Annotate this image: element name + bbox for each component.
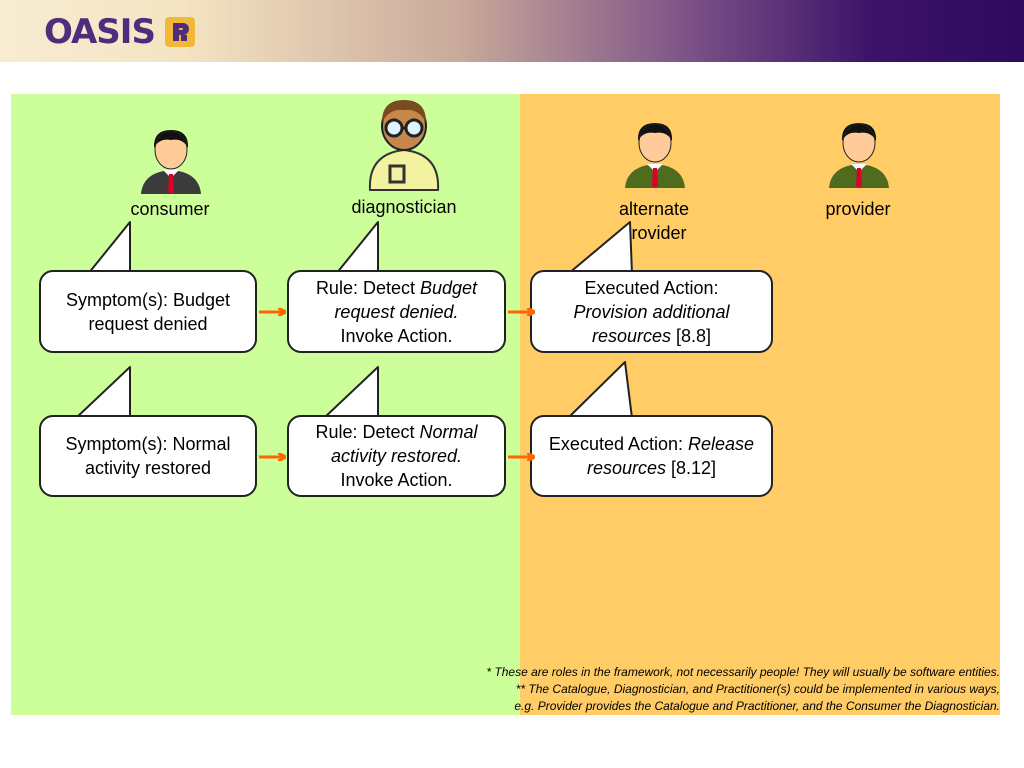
rule2-italic2: activity restored. (330, 446, 463, 466)
symptom1-line2: request denied (88, 313, 208, 334)
rule1-italic: Budget (419, 277, 478, 298)
role-label-alternate-provider: alternate provider (594, 197, 714, 245)
diagnostician-person-icon (368, 100, 440, 191)
symptom-box-normal-activity: Symptom(s): Normal activity restored (39, 415, 257, 497)
footnote-2: ** The Catalogue, Diagnostician, and Pra… (515, 682, 1000, 696)
action1-italic2: resources (591, 325, 671, 346)
logo-text: OASIS (44, 12, 156, 52)
rule1-suffix: Invoke Action. (340, 325, 453, 346)
header-banner: OASIS (0, 0, 1024, 62)
role-label-alternate-provider-line1: alternate (618, 199, 690, 219)
role-label-alternate-provider-line2: provider (621, 223, 687, 243)
symptom1-line1: Symptom(s): Budget (65, 289, 231, 310)
rule2-prefix: Rule: Detect (315, 422, 420, 442)
oasis-logo-mark-icon (164, 17, 195, 47)
rule-box-detect-normal: Rule: Detect Normal activity restored. I… (287, 415, 506, 497)
role-label-provider: provider (825, 199, 891, 219)
rule2-italic: Normal (419, 422, 478, 442)
provider-person-icon (829, 123, 889, 188)
consumer-person-icon (141, 130, 201, 194)
rule1-italic2: request denied. (334, 301, 459, 322)
footnote-1: * These are roles in the framework, not … (486, 665, 1000, 679)
action2-prefix: Executed Action: (548, 434, 689, 454)
role-label-consumer: consumer (130, 199, 210, 219)
symptom-box-budget-denied: Symptom(s): Budget request denied (39, 270, 257, 353)
action1-italic: Provision additional (573, 301, 730, 322)
oasis-logo[interactable]: OASIS (44, 12, 195, 52)
action-box-provision-resources: Executed Action: Provision additional re… (530, 270, 773, 353)
rule-box-detect-budget: Rule: Detect Budget request denied. Invo… (287, 270, 506, 353)
footnote-3: e.g. Provider provides the Catalogue and… (514, 699, 1000, 713)
action1-prefix: Executed Action: (584, 277, 719, 298)
symptom2-line2: activity restored (84, 458, 212, 478)
action2-suffix: [8.12] (665, 458, 717, 478)
alternate-provider-person-icon (625, 123, 685, 188)
rule1-prefix: Rule: Detect (315, 277, 420, 298)
role-label-diagnostician: diagnostician (351, 197, 457, 217)
rule2-suffix: Invoke Action. (340, 470, 453, 490)
action1-suffix: [8.8] (671, 325, 712, 346)
footnotes: * These are roles in the framework, not … (300, 664, 1000, 715)
symptom2-line1: Symptom(s): Normal (65, 434, 231, 454)
action2-italic: Release (688, 434, 755, 454)
action2-italic2: resources (586, 458, 666, 478)
